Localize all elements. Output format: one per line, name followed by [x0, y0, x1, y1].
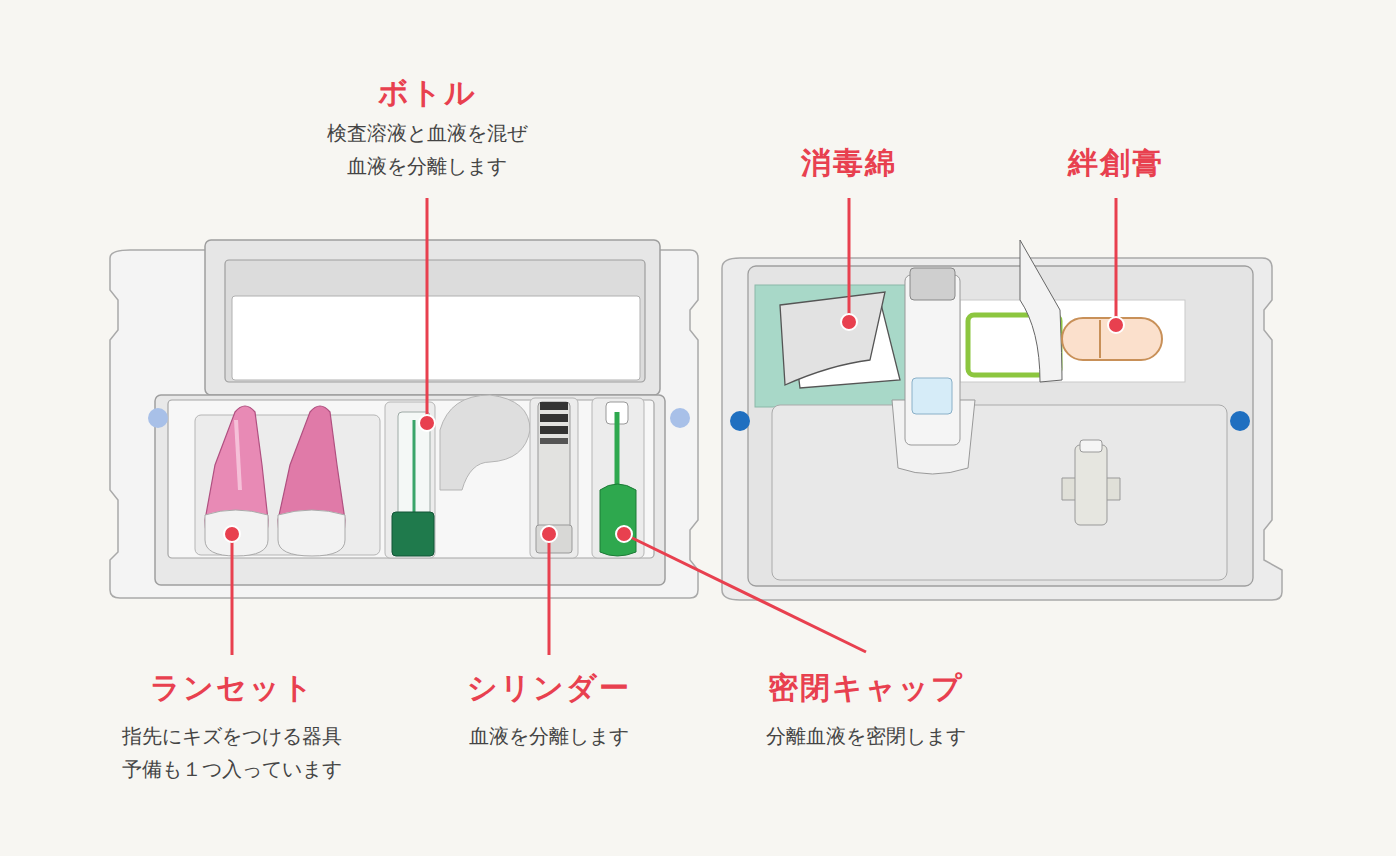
- part-name: ボトル: [378, 75, 477, 111]
- part-description: 分離血液を密閉します: [746, 720, 986, 753]
- part-name: 絆創膏: [1068, 145, 1164, 181]
- part-name: ランセット: [150, 670, 315, 706]
- left-tray: [110, 240, 698, 598]
- part-description: 指先にキズをつける器具 予備も１つ入っています: [112, 720, 352, 786]
- right-tray: [722, 240, 1282, 600]
- part-description: 血液を分離します: [429, 720, 669, 753]
- part-description: 検査溶液と血液を混ぜ 血液を分離します: [317, 117, 537, 183]
- leader-lines: [224, 198, 1124, 655]
- part-name: シリンダー: [467, 670, 631, 706]
- part-name: 密閉キャップ: [768, 670, 964, 706]
- part-name: 消毒綿: [801, 145, 897, 181]
